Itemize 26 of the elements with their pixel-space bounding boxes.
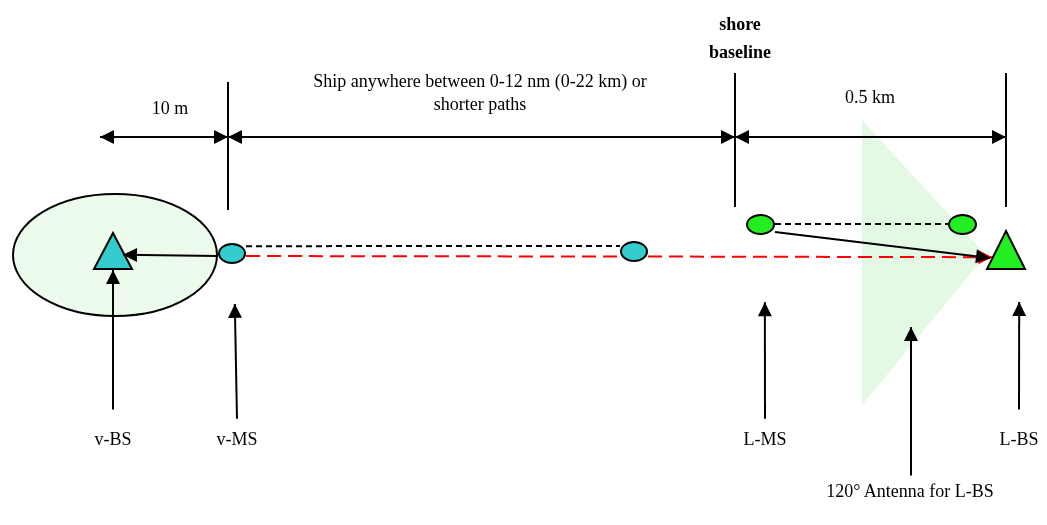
station-ellipse: [948, 214, 977, 235]
leader-line: [106, 269, 120, 411]
leader-line: [904, 326, 918, 477]
station-ellipse: [218, 243, 246, 264]
node-label: L-MS: [728, 428, 802, 451]
node-label: 120° Antenna for L-BS: [810, 480, 1010, 503]
station-ellipse: [620, 241, 648, 262]
node-label: v-MS: [200, 428, 274, 451]
coverage-ellipse: [12, 193, 218, 317]
link-line: [245, 245, 621, 248]
arrow: [122, 248, 219, 262]
leader-line: [1012, 301, 1027, 411]
leader-line: [228, 302, 243, 420]
arrow: [774, 231, 991, 264]
base-station-triangle: [93, 232, 133, 270]
arrow: [647, 250, 994, 265]
leader-line: [757, 301, 772, 420]
dimension-label: 10 m: [150, 97, 190, 120]
dimension-label: Ship anywhere between 0-12 nm (0-22 km) or shorter paths: [312, 70, 648, 116]
station-ellipse: [746, 214, 775, 235]
dimension-label: 0.5 km: [844, 86, 896, 109]
baseline-label: shore baseline: [708, 13, 772, 64]
base-station-triangle: [986, 230, 1026, 270]
link-line: [774, 223, 949, 226]
node-label: L-BS: [986, 428, 1047, 451]
node-label: v-BS: [80, 428, 146, 451]
